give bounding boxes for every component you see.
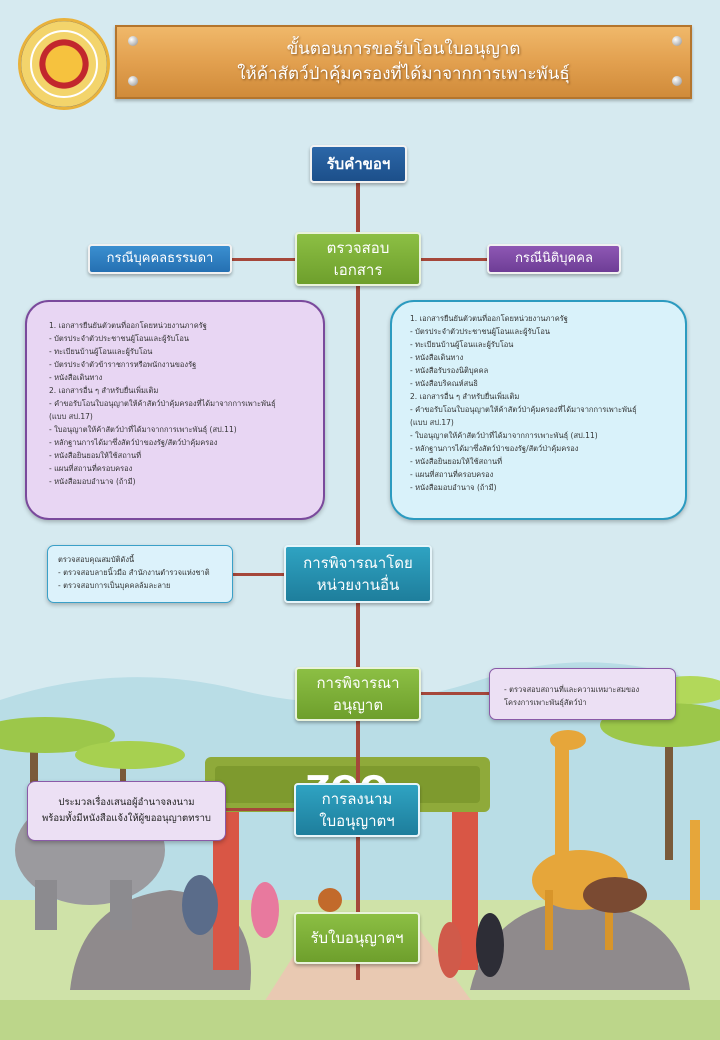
approval-notes-panel: - ตรวจสอบสถานที่และความเหมาะสมของ โครงกา… bbox=[489, 668, 676, 720]
list-item: โครงการเพาะพันธุ์สัตว์ป่า bbox=[504, 698, 587, 707]
list-item: 2. เอกสารอื่น ๆ สำหรับยื่นเพิ่มเติม bbox=[410, 392, 520, 401]
title-banner bbox=[115, 25, 692, 99]
signing-notes-panel: ประมวลเรื่องเสนอผู้อำนาจลงนาม พร้อมทั้งม… bbox=[27, 781, 226, 841]
list-item: - หนังสือมอบอำนาจ (ถ้ามี) bbox=[410, 483, 497, 492]
connector-signing-notes bbox=[226, 808, 294, 811]
list-item: - หลักฐานการได้มาซึ่งสัตว์ป่าของรัฐ/สัตว… bbox=[49, 438, 218, 447]
step-receive-license-label: รับใบอนุญาตฯ bbox=[310, 929, 404, 947]
list-item: - แผนที่สถานที่ครอบครอง bbox=[49, 464, 133, 473]
individual-documents-panel: 1. เอกสารยืนยันตัวตนที่ออกโดยหน่วยงานภาค… bbox=[25, 300, 325, 520]
step-approval-review: การพิจารณา อนุญาต bbox=[295, 667, 421, 721]
connector-qualification bbox=[232, 573, 286, 576]
connector-individual bbox=[232, 258, 296, 261]
case-juristic: กรณีนิติบุคคล bbox=[487, 244, 621, 274]
list-item: - บัตรประจำตัวประชาชนผู้โอนและผู้รับโอน bbox=[410, 327, 550, 336]
juristic-documents-panel: 1. เอกสารยืนยันตัวตนที่ออกโดยหน่วยงานภาค… bbox=[390, 300, 687, 520]
pin-icon bbox=[128, 36, 138, 46]
step-approval-line2: อนุญาต bbox=[332, 696, 384, 714]
pin-icon bbox=[672, 36, 682, 46]
step-receive-request-label: รับคำขอฯ bbox=[326, 155, 391, 173]
step-other-agency-line1: การพิจารณาโดย bbox=[303, 554, 413, 572]
list-item: - หนังสือยินยอมให้ใช้สถานที่ bbox=[49, 451, 142, 460]
step-check-documents: ตรวจสอบ เอกสาร bbox=[295, 232, 421, 286]
list-item: - ทะเบียนบ้านผู้โอนและผู้รับโอน bbox=[410, 340, 514, 349]
list-item: - คำขอรับโอนใบอนุญาตให้ค้าสัตว์ป่าคุ้มคร… bbox=[49, 399, 276, 408]
list-item: - หนังสือยินยอมให้ใช้สถานที่ bbox=[410, 457, 503, 466]
list-item: (แบบ สป.17) bbox=[410, 418, 454, 427]
step-receive-license: รับใบอนุญาตฯ bbox=[294, 912, 420, 964]
list-item: 2. เอกสารอื่น ๆ สำหรับยื่นเพิ่มเติม bbox=[49, 386, 159, 395]
step-other-agency-line2: หน่วยงานอื่น bbox=[316, 576, 400, 594]
step-signing-line1: การลงนาม bbox=[321, 790, 393, 808]
list-item: - ตรวจสอบสถานที่และความเหมาะสมของ bbox=[504, 685, 640, 694]
list-item: - หนังสือเดินทาง bbox=[49, 373, 103, 382]
step-receive-request: รับคำขอฯ bbox=[310, 145, 407, 183]
step-check-documents-line1: ตรวจสอบ bbox=[326, 239, 390, 257]
list-item: - ตรวจสอบลายนิ้วมือ สำนักงานตำรวจแห่งชาต… bbox=[58, 568, 210, 577]
list-item: - บัตรประจำตัวข้าราชการหรือพนักงานของรัฐ bbox=[49, 360, 197, 369]
list-item: - หนังสือมอบอำนาจ (ถ้ามี) bbox=[49, 477, 136, 486]
step-other-agency-review: การพิจารณาโดย หน่วยงานอื่น bbox=[284, 545, 432, 603]
list-item: 1. เอกสารยืนยันตัวตนที่ออกโดยหน่วยงานภาค… bbox=[410, 314, 568, 323]
list-item: - คำขอรับโอนใบอนุญาตให้ค้าสัตว์ป่าคุ้มคร… bbox=[410, 405, 637, 414]
case-individual: กรณีบุคคลธรรมดา bbox=[88, 244, 232, 274]
list-item: - แผนที่สถานที่ครอบครอง bbox=[410, 470, 494, 479]
connector-juristic bbox=[420, 258, 488, 261]
list-item: - หนังสือรับรองนิติบุคคล bbox=[410, 366, 489, 375]
list-item: - ทะเบียนบ้านผู้โอนและผู้รับโอน bbox=[49, 347, 153, 356]
step-check-documents-line2: เอกสาร bbox=[333, 261, 383, 279]
case-individual-label: กรณีบุคคลธรรมดา bbox=[106, 251, 214, 266]
page-title-line2: ให้ค้าสัตว์ป่าคุ้มครองที่ได้มาจากการเพาะ… bbox=[237, 64, 570, 84]
seal-inner-ring bbox=[30, 30, 98, 98]
page-title-line1: ขั้นตอนการขอรับโอนใบอนุญาต bbox=[286, 39, 521, 59]
list-item: - หนังสือบริคณห์สนธิ bbox=[410, 379, 478, 388]
list-item: - หนังสือเดินทาง bbox=[410, 353, 464, 362]
pin-icon bbox=[128, 76, 138, 86]
step-license-signing: การลงนาม ใบอนุญาตฯ bbox=[294, 783, 420, 837]
list-item: ตรวจสอบคุณสมบัติดังนี้ bbox=[58, 555, 135, 564]
list-item: 1. เอกสารยืนยันตัวตนที่ออกโดยหน่วยงานภาค… bbox=[49, 321, 207, 330]
list-item: ประมวลเรื่องเสนอผู้อำนาจลงนาม bbox=[58, 797, 195, 808]
list-item: - ใบอนุญาตให้ค้าสัตว์ป่าที่ได้มาจากการเพ… bbox=[410, 431, 598, 440]
case-juristic-label: กรณีนิติบุคคล bbox=[515, 251, 593, 266]
list-item: พร้อมทั้งมีหนังสือแจ้งให้ผู้ขออนุญาตทราบ bbox=[42, 813, 211, 824]
step-signing-line2: ใบอนุญาตฯ bbox=[319, 812, 395, 830]
connector-approval-notes bbox=[420, 692, 490, 695]
list-item: - ตรวจสอบการเป็นบุคคลล้มละลาย bbox=[58, 581, 171, 590]
step-approval-line1: การพิจารณา bbox=[316, 674, 400, 692]
list-item: (แบบ สป.17) bbox=[49, 412, 93, 421]
list-item: - ใบอนุญาตให้ค้าสัตว์ป่าที่ได้มาจากการเพ… bbox=[49, 425, 237, 434]
list-item: - หลักฐานการได้มาซึ่งสัตว์ป่าของรัฐ/สัตว… bbox=[410, 444, 579, 453]
pin-icon bbox=[672, 76, 682, 86]
qualification-notes-panel: ตรวจสอบคุณสมบัติดังนี้ - ตรวจสอบลายนิ้วม… bbox=[47, 545, 233, 603]
list-item: - บัตรประจำตัวประชาชนผู้โอนและผู้รับโอน bbox=[49, 334, 189, 343]
